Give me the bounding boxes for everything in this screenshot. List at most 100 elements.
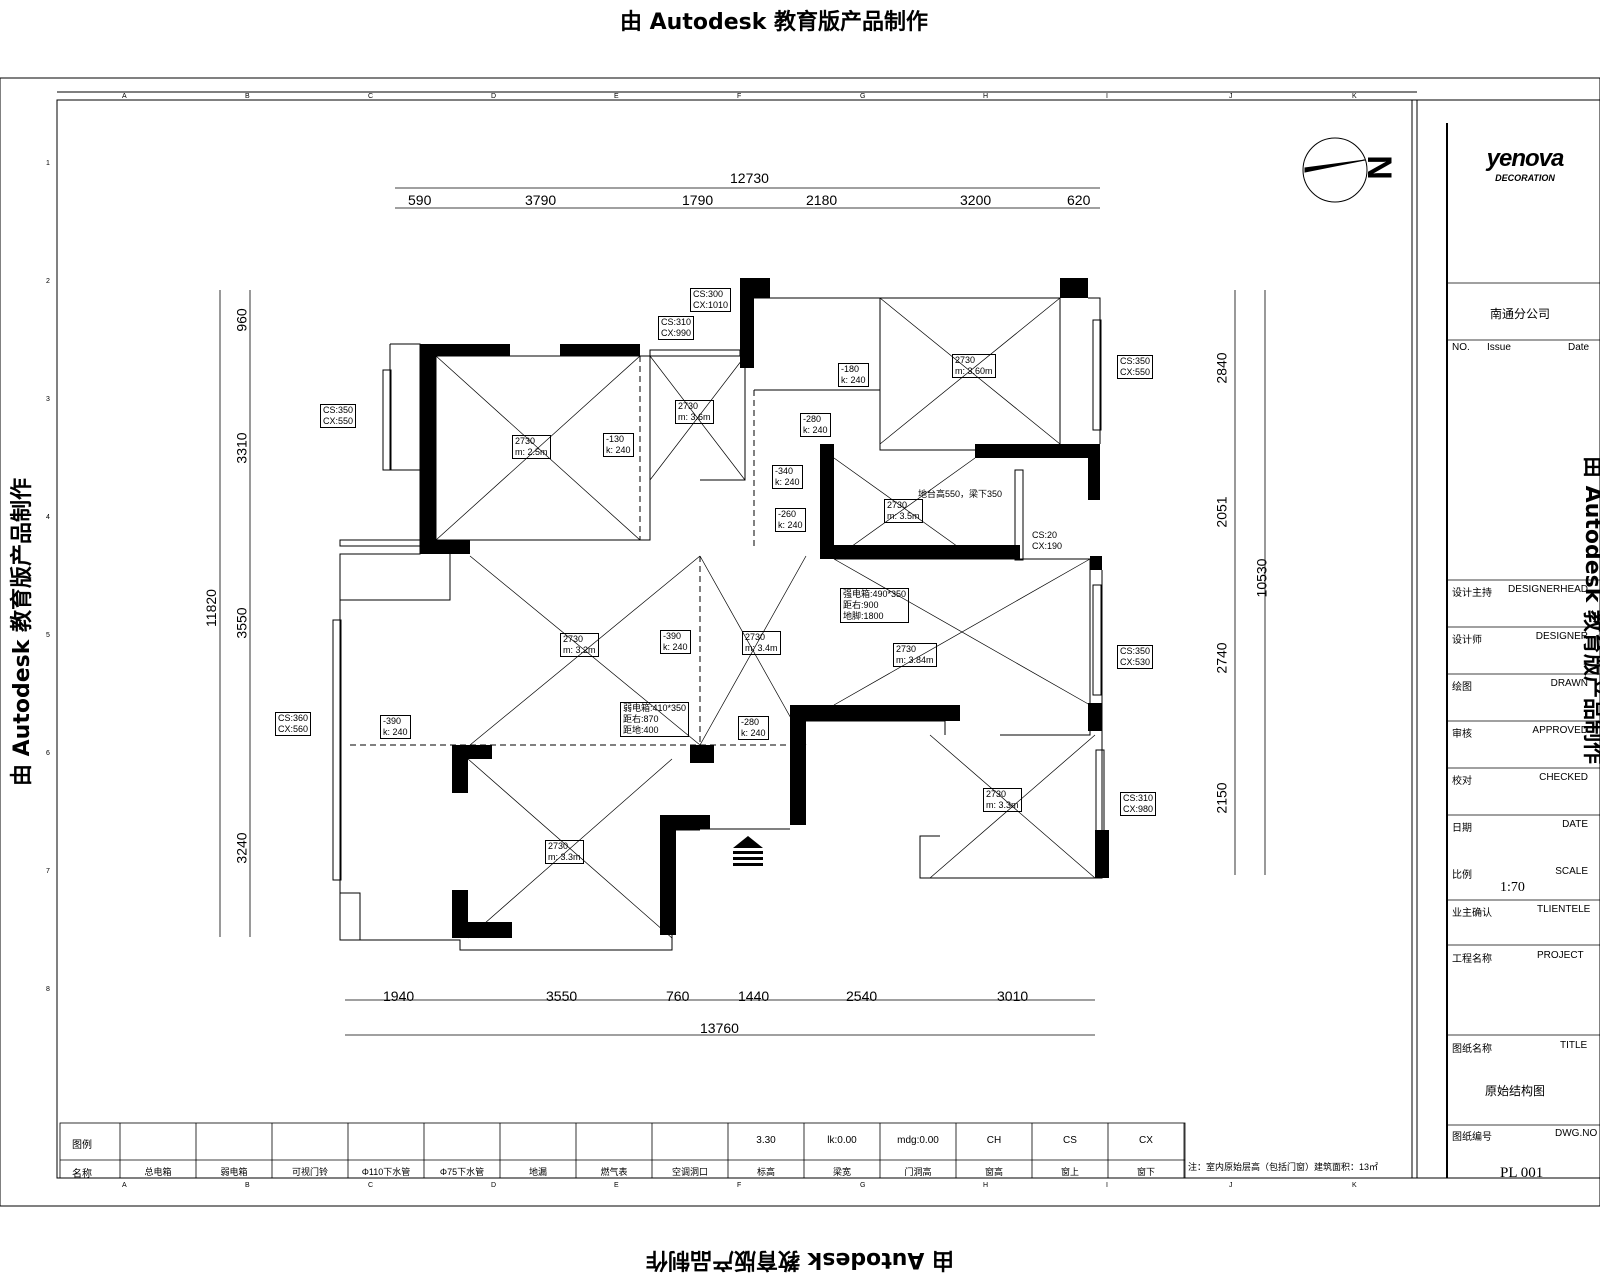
- grid-letter: G: [860, 93, 866, 100]
- grid-number: 6: [46, 750, 50, 757]
- tb-row-zh: 绘图: [1452, 682, 1472, 693]
- dim-bottom-5: 3010: [997, 988, 1029, 1004]
- tb-row-zh: 比例: [1452, 870, 1472, 881]
- legend-name: Φ110下水管: [361, 1167, 411, 1177]
- legend-name: 窗高: [984, 1167, 1003, 1177]
- dim-top-5: 620: [1067, 192, 1091, 208]
- tb-title-zh: 图纸名称: [1452, 1044, 1492, 1055]
- legend-label-symbol: 图例: [72, 1140, 92, 1151]
- wall-outlines: [339, 297, 1103, 951]
- grid-letter: I: [1106, 1182, 1108, 1189]
- sheet-border: [0, 77, 1600, 1207]
- legend-name: 燃气表: [600, 1167, 628, 1177]
- tb-row-en: CHECKED: [1539, 772, 1588, 783]
- legend-table: [59, 1122, 1186, 1179]
- tb-row-en: SCALE: [1555, 866, 1588, 877]
- tb-row-en: DATE: [1562, 819, 1588, 830]
- dim-right-3: 2150: [1213, 782, 1230, 814]
- dim-left-3: 3240: [233, 832, 250, 864]
- dimension-lines: [219, 187, 1266, 1036]
- dim-bottom-0: 1940: [383, 988, 415, 1004]
- legend-symbol: CS: [1063, 1135, 1077, 1146]
- windows: [332, 319, 1105, 881]
- legend-symbol: 3.30: [756, 1135, 776, 1146]
- grid-letter: H: [983, 1182, 989, 1189]
- titleblock-lines: [1447, 282, 1600, 1126]
- grid-letter: K: [1352, 1182, 1357, 1189]
- dim-left-2: 3550: [233, 607, 250, 639]
- grid-letter: I: [1106, 93, 1108, 100]
- grid-letter: D: [491, 1182, 497, 1189]
- grid-letter: A: [122, 93, 127, 100]
- grid-number: 8: [46, 986, 50, 993]
- tb-row-en: APPROVED: [1532, 725, 1588, 736]
- watermark-top: 由 Autodesk 教育版产品制作: [620, 10, 929, 35]
- grid-number: 1: [46, 160, 50, 167]
- grid-number: 2: [46, 278, 50, 285]
- tb-title-en: TITLE: [1560, 1040, 1588, 1051]
- company-logo: yenova DECORATION: [1486, 145, 1565, 183]
- dim-right-0: 2840: [1213, 352, 1230, 384]
- drawing-title: 原始结构图: [1485, 1084, 1546, 1098]
- dim-bottom-2: 760: [666, 988, 690, 1004]
- dim-top-0: 590: [408, 192, 432, 208]
- grid-letter: H: [983, 93, 989, 100]
- drawing-number: PL 001: [1500, 1165, 1544, 1181]
- room-crosses: [435, 297, 1096, 939]
- grid-letter: E: [614, 1182, 619, 1189]
- dim-top-3: 2180: [806, 192, 838, 208]
- dim-right-2: 2740: [1213, 642, 1230, 674]
- grid-letter: G: [860, 1182, 866, 1189]
- tb-client-en: TLIENTELE: [1537, 904, 1591, 915]
- grid-number: 4: [46, 514, 50, 521]
- tb-dwg-en: DWG.NO: [1555, 1128, 1598, 1139]
- grid-letter: C: [368, 93, 374, 100]
- north-label: N: [1359, 155, 1398, 180]
- walls: [420, 278, 1109, 938]
- north-arrow-icon: [1302, 137, 1368, 203]
- legend-name: 窗下: [1136, 1167, 1155, 1177]
- grid-letter: D: [491, 93, 497, 100]
- legend-label-name: 名称: [72, 1169, 92, 1180]
- tb-row-en: DESIGNER: [1535, 631, 1588, 642]
- dim-bottom-total: 13760: [700, 1020, 739, 1036]
- tb-no: NO.: [1452, 342, 1470, 353]
- dim-top-2: 1790: [682, 192, 714, 208]
- dim-left-0: 960: [233, 308, 250, 332]
- tb-row-zh: 设计主持: [1452, 588, 1492, 599]
- dim-top-1: 3790: [525, 192, 557, 208]
- titleblock-frame: [1416, 99, 1600, 1179]
- legend-name: 窗上: [1060, 1167, 1079, 1177]
- legend-symbol: CH: [986, 1135, 1002, 1146]
- scale-value: 1:70: [1500, 880, 1525, 895]
- legend-name: 可视门铃: [291, 1167, 328, 1177]
- dim-bottom-3: 1440: [738, 988, 770, 1004]
- dim-left-1: 3310: [233, 432, 250, 464]
- tb-dwg-zh: 图纸编号: [1452, 1132, 1492, 1143]
- grid-letter: B: [245, 93, 250, 100]
- grid-letter: F: [737, 1182, 742, 1189]
- branch-name: 南通分公司: [1490, 307, 1551, 321]
- legend-name: 门洞高: [904, 1167, 932, 1177]
- grid-letter: B: [245, 1182, 250, 1189]
- tb-date: Date: [1568, 342, 1590, 353]
- dim-top-total: 12730: [730, 170, 769, 186]
- grid-letter: C: [368, 1182, 374, 1189]
- tb-row-en: DRAWN: [1550, 678, 1588, 689]
